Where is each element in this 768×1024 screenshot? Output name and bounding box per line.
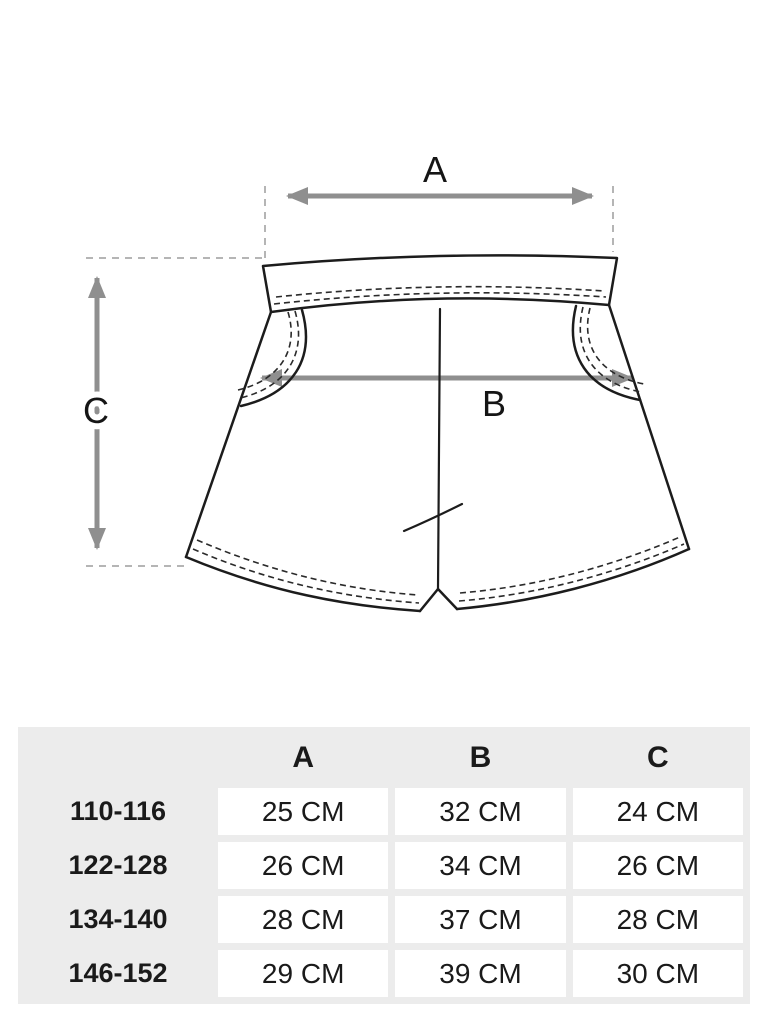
- right-hem: [455, 547, 691, 611]
- left-pocket-stitch-2: [237, 311, 292, 391]
- label-c: C: [83, 390, 109, 431]
- left-side-seam: [184, 310, 273, 559]
- measurement-cell: 37 CM: [395, 896, 566, 943]
- left-hem: [184, 555, 422, 613]
- crotch-notch: [418, 587, 459, 613]
- left-pocket-curve: [239, 308, 308, 408]
- waistband-stitch-1: [273, 292, 607, 305]
- measurement-cell: 24 CM: [572, 788, 743, 835]
- measurement-cell: 39 CM: [395, 950, 566, 997]
- measurement-cell: 29 CM: [218, 950, 389, 997]
- size-label: 146-152: [68, 958, 168, 988]
- left-hem-stitch-1: [192, 548, 420, 604]
- table-header-a: A: [292, 740, 314, 774]
- measurement-cell: 25 CM: [218, 788, 389, 835]
- shorts-drawing: [184, 254, 691, 613]
- stitching-lines: [192, 285, 685, 604]
- right-pocket-stitch-1: [579, 306, 642, 393]
- size-label: 122-128: [68, 850, 168, 880]
- size-label: 134-140: [68, 904, 168, 934]
- measurement-cell: 32 CM: [395, 788, 566, 835]
- left-hem-stitch-2: [196, 539, 419, 596]
- table-header-b: B: [469, 740, 492, 774]
- left-pocket-stitch-1: [239, 310, 300, 399]
- right-pocket-stitch-2: [586, 307, 645, 385]
- measurement-arrows: [88, 187, 634, 550]
- guide-lines: [86, 186, 614, 567]
- measurement-cell: 30 CM: [572, 950, 743, 997]
- right-hem-stitch-1: [458, 543, 685, 602]
- size-label: 110-116: [69, 796, 167, 826]
- label-b: B: [482, 383, 506, 424]
- right-pocket-curve: [571, 304, 642, 402]
- measurement-cell: 26 CM: [572, 842, 743, 889]
- measurement-cell: 28 CM: [218, 896, 389, 943]
- right-side-seam: [607, 303, 691, 551]
- label-a: A: [423, 149, 447, 190]
- waistband-stitch-2: [275, 285, 605, 298]
- measurement-cell: 28 CM: [572, 896, 743, 943]
- fly-mark: [402, 502, 464, 533]
- center-front-line: [436, 307, 442, 591]
- shorts-measurement-diagram: A B C: [77, 149, 691, 613]
- measurement-cell: 34 CM: [395, 842, 566, 889]
- waistband: [261, 254, 619, 314]
- diagram-labels: A B C: [77, 149, 506, 437]
- size-table: A B C 110-116 25 CM 32 CM 24 CM 122-128 …: [18, 727, 750, 1004]
- right-hem-stitch-2: [459, 536, 681, 594]
- table-corner: [25, 734, 211, 781]
- measurement-cell: 26 CM: [218, 842, 389, 889]
- table-header-c: C: [646, 740, 669, 774]
